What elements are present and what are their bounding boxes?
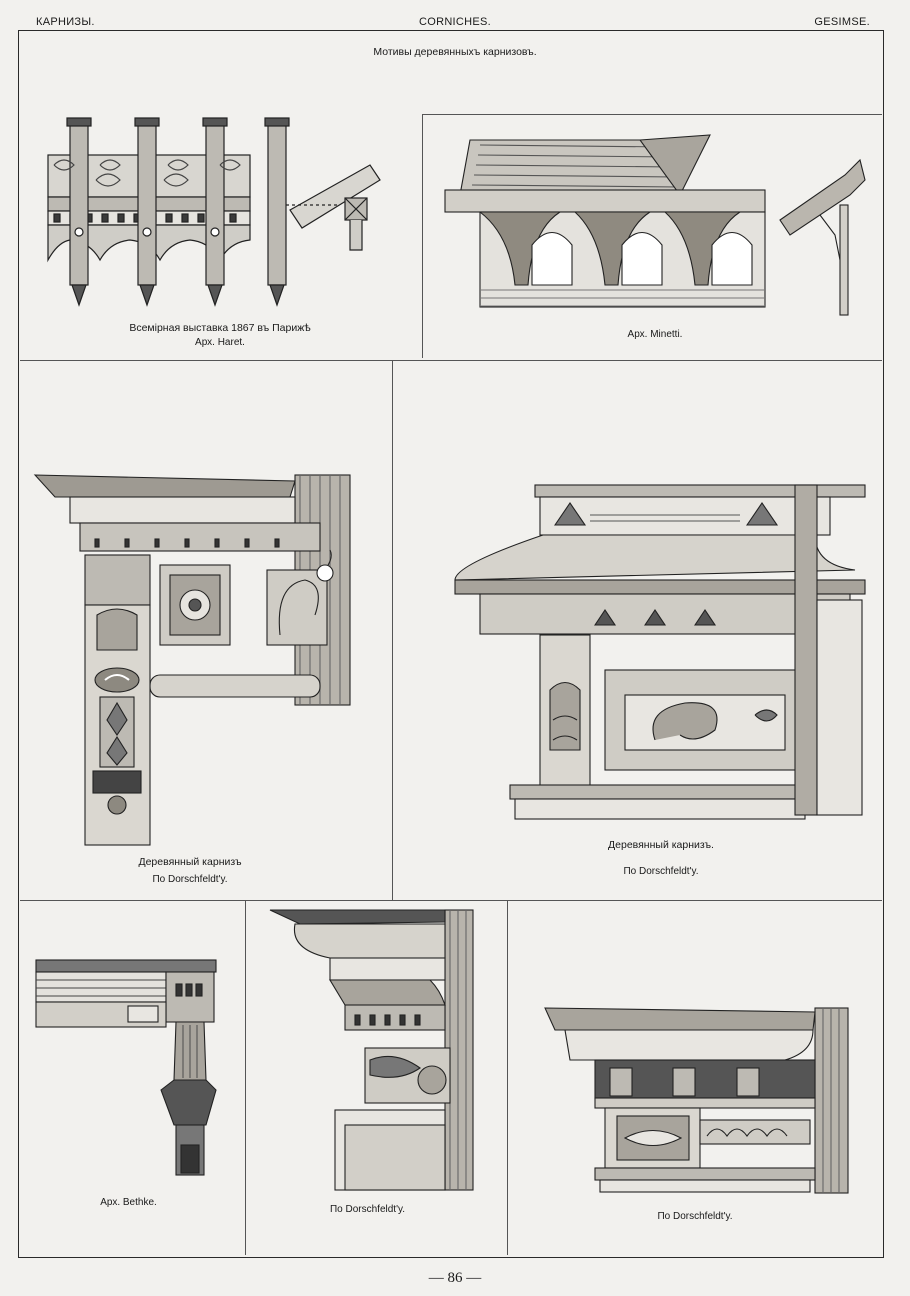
figure-wooden-cornice-right <box>454 484 866 820</box>
figure-haret-cornice <box>47 117 381 307</box>
figure-7-credit: По Dorschfeldt'y. <box>657 1211 733 1222</box>
figure-dorschfeldt-cornice-middle <box>269 909 474 1191</box>
figure-2-credit: Арх. Minetti. <box>627 329 683 340</box>
figure-wooden-cornice-left <box>33 474 351 846</box>
figure-minetti-cornice <box>444 134 866 316</box>
figure-6-credit: По Dorschfeldt'y. <box>329 1204 406 1215</box>
figure-3-caption: Деревянный карнизъ <box>138 856 242 868</box>
figure-3-credit: По Dorschfeldt'y. <box>152 874 228 885</box>
header-center-title: CORNICHES. <box>418 16 492 28</box>
figure-5-credit: Арх. Bethke. <box>100 1197 157 1208</box>
header-left-title: КАРНИЗЫ. <box>36 16 95 28</box>
figure-bethke-cornice <box>35 959 217 1176</box>
figure-4-caption: Деревянный карнизъ. <box>608 839 714 851</box>
panel-divider <box>422 114 423 358</box>
figure-dorschfeldt-cornice-right <box>544 1007 849 1194</box>
plate-frame <box>18 30 884 1258</box>
plate-title: Мотивы деревянныхъ карнизовъ. <box>373 46 537 58</box>
page-number: — 86 — <box>428 1270 482 1286</box>
panel-divider <box>392 360 393 900</box>
panel-divider <box>507 900 508 1255</box>
header-right-title: GESIMSE. <box>814 16 870 28</box>
figure-1-credit: Арх. Haret. <box>195 337 245 348</box>
figure-4-credit: По Dorschfeldt'y. <box>623 866 699 877</box>
panel-divider <box>20 360 882 361</box>
panel-divider <box>20 900 882 901</box>
figure-1-caption: Всемірная выставка 1867 въ Парижѣ <box>129 322 311 334</box>
panel-divider <box>422 114 882 115</box>
panel-divider <box>245 900 246 1255</box>
